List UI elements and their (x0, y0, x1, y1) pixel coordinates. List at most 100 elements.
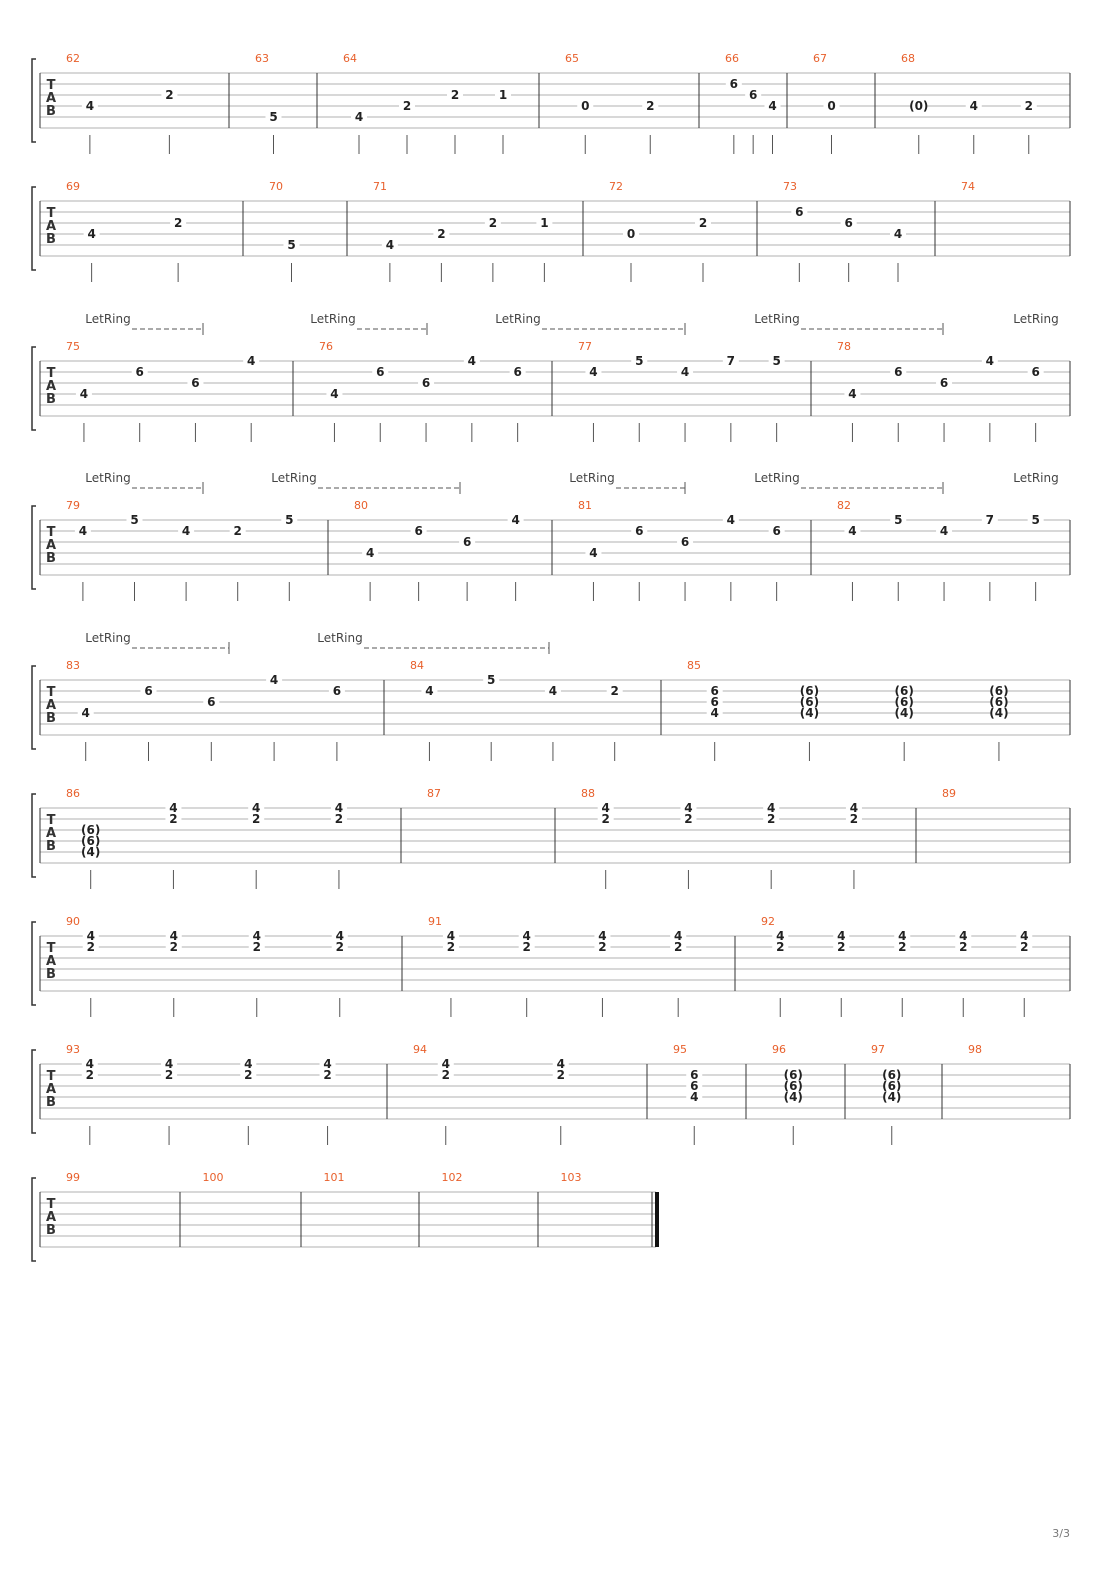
fret-number: 4 (523, 929, 531, 943)
fret-background (518, 930, 535, 942)
fret-background (281, 514, 298, 526)
fret-number: (6) (895, 695, 914, 709)
fret-number: 4 (169, 801, 177, 815)
fret-background (372, 366, 389, 378)
fret-background (410, 525, 427, 537)
fret-number: 2 (598, 940, 606, 954)
tab-clef-letter: A (46, 1210, 56, 1225)
fret-background (606, 685, 623, 697)
fret-number: 4 (323, 1057, 331, 1071)
fret-number: (6) (81, 823, 100, 837)
fret-number: 2 (86, 1068, 94, 1082)
fret-background (631, 355, 648, 367)
fret-background (785, 1069, 802, 1081)
tab-clef-letter: T (47, 813, 56, 828)
measure: 100 (203, 1171, 224, 1184)
fret-number: 4 (598, 929, 606, 943)
fret-number: 2 (523, 940, 531, 954)
fret-number: 6 (136, 365, 144, 379)
fret-number: 5 (1031, 513, 1039, 527)
fret-background (955, 941, 972, 953)
fret-number: (4) (895, 706, 914, 720)
measure: 635 (255, 52, 282, 154)
fret-background (243, 355, 260, 367)
fret-number: (4) (800, 706, 819, 720)
fret-background (631, 525, 648, 537)
fret-background (82, 835, 99, 847)
measure-number: 62 (66, 52, 80, 65)
fret-background (823, 100, 840, 112)
fret-background (319, 1058, 336, 1070)
fret-number: 4 (366, 546, 374, 560)
measure-number: 103 (561, 1171, 582, 1184)
fret-background (955, 930, 972, 942)
fret-number: 7 (727, 354, 735, 368)
fret-background (433, 228, 450, 240)
fret-number: 2 (674, 940, 682, 954)
fret-background (509, 366, 526, 378)
fret-number: 2 (252, 812, 260, 826)
let-ring-label: LetRing (754, 312, 799, 326)
fret-number: 4 (253, 929, 261, 943)
fret-background (1016, 941, 1033, 953)
system-bracket (31, 921, 36, 1006)
measure-number: 77 (578, 340, 592, 353)
fret-number: 4 (247, 354, 255, 368)
page-number: 3/3 (1052, 1527, 1070, 1540)
fret-background (248, 930, 265, 942)
measure-number: 88 (581, 787, 595, 800)
fret-background (81, 100, 98, 112)
fret-number: 4 (690, 1090, 698, 1104)
fret-background (845, 813, 862, 825)
fret-number: 6 (513, 365, 521, 379)
fret-number: 1 (499, 88, 507, 102)
fret-background (459, 536, 476, 548)
fret-number: (4) (882, 1090, 901, 1104)
fret-number: 4 (898, 929, 906, 943)
measure-number: 87 (427, 787, 441, 800)
fret-background (248, 813, 265, 825)
fret-number: 4 (837, 929, 845, 943)
fret-background (594, 930, 611, 942)
measure: 96(6)(6)(4) (772, 1043, 803, 1145)
fret-number: 6 (376, 365, 384, 379)
fret-number: 5 (772, 354, 780, 368)
fret-number: 2 (170, 940, 178, 954)
tab-clef-letter: B (46, 967, 56, 982)
fret-background (266, 674, 283, 686)
fret-background (894, 930, 911, 942)
fret-number: (4) (81, 845, 100, 859)
fret-number: 4 (79, 524, 87, 538)
fret-number: 6 (144, 684, 152, 698)
measure-number: 92 (761, 915, 775, 928)
fret-number: 4 (336, 929, 344, 943)
measure: 98 (968, 1043, 982, 1056)
fret-number: 4 (468, 354, 476, 368)
fret-background (706, 707, 723, 719)
fret-background (77, 707, 94, 719)
measure-number: 86 (66, 787, 80, 800)
measure-number: 64 (343, 52, 357, 65)
measure: 87 (427, 787, 441, 800)
fret-number: 5 (487, 673, 495, 687)
fret-background (161, 1069, 178, 1081)
system-bracket (31, 665, 36, 750)
fret-background (890, 228, 906, 240)
fret-background (745, 89, 762, 101)
fret-background (165, 941, 182, 953)
fret-background (990, 685, 1007, 697)
fret-background (552, 1058, 569, 1070)
measure-number: 73 (783, 180, 797, 193)
measure-number: 71 (373, 180, 387, 193)
fret-number: 5 (287, 238, 295, 252)
fret-number: 4 (244, 1057, 252, 1071)
